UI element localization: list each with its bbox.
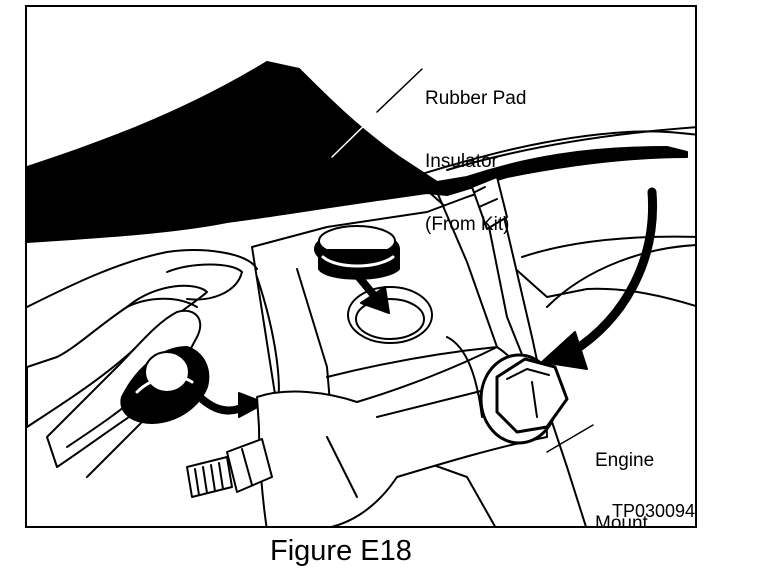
figure-frame: Rubber Pad Insulator (From Kit) Engine M… xyxy=(25,5,697,528)
upper-bolt xyxy=(471,176,508,230)
panel-contour xyxy=(521,235,695,258)
body-panel-edge xyxy=(446,126,695,171)
mount-bolt xyxy=(479,353,569,445)
engine-mount-illustration xyxy=(27,61,695,526)
figure-caption: Figure E18 xyxy=(270,535,412,567)
engine-mount-label-line-2: Mount xyxy=(595,513,648,528)
wheel-arch xyxy=(546,244,695,308)
rubber-pad-label-line-3: (From Kit) xyxy=(425,214,510,235)
install-arrow-down-head xyxy=(360,286,390,314)
rubber-pad-label-line-2: Insulator xyxy=(425,151,498,172)
rubber-pad-label-line-1: Rubber Pad xyxy=(425,88,527,109)
bolt-arrow-head xyxy=(541,331,588,370)
mount-hole xyxy=(347,286,433,344)
engine-mount-leader xyxy=(546,424,594,453)
rubber-pad-leader-outer xyxy=(376,68,423,113)
frame-rail-inner xyxy=(326,346,498,378)
part-number-label: TP030094 xyxy=(612,501,696,521)
hand xyxy=(27,249,258,478)
engine-mount-contour xyxy=(326,436,358,498)
bolt-arrow xyxy=(567,187,658,357)
mount-stud xyxy=(186,438,273,498)
frame-rail-seam xyxy=(481,191,528,368)
engine-mount-label-line-1: Engine xyxy=(595,450,655,471)
lower-insulator xyxy=(314,225,400,280)
mount-hole-inner xyxy=(355,298,425,340)
engine-mount-label: Engine Mount xyxy=(595,408,655,528)
frame-rail-flange xyxy=(436,191,498,348)
handheld-insulator xyxy=(120,346,210,424)
rubber-pad-insulator xyxy=(27,61,688,243)
rubber-pad-label: Rubber Pad Insulator (From Kit) xyxy=(425,46,526,277)
install-arrow-left-head xyxy=(238,392,266,418)
